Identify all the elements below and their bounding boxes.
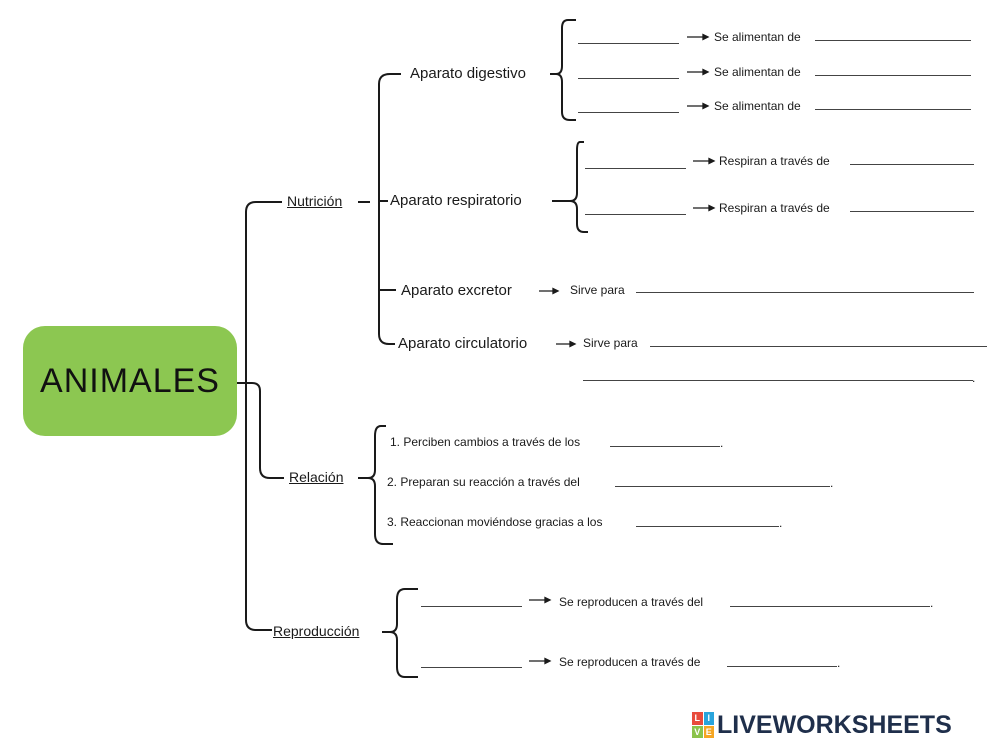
blank-input[interactable] [585,214,686,215]
blank-input[interactable] [615,486,830,487]
blank-input[interactable] [421,667,522,668]
blank-input[interactable] [815,75,971,76]
logo-badge-letter: L [692,712,703,725]
row-text: Se alimentan de [714,99,801,113]
aparato-excretor-label: Aparato excretor [401,282,512,299]
blank-input[interactable] [578,43,679,44]
excretor-text: Sirve para [570,283,625,297]
end-mark: . [830,476,834,490]
row-text: Se alimentan de [714,30,801,44]
row-text: Respiran a través de [719,154,830,168]
blank-input[interactable] [421,606,522,607]
category-relacion: Relación [289,469,344,485]
end-mark: . [720,436,724,450]
blank-input[interactable] [585,168,686,169]
row-text: Se alimentan de [714,65,801,79]
blank-input[interactable] [583,380,973,381]
relacion-item-3: 3. Reaccionan moviéndose gracias a los [387,515,603,529]
blank-input[interactable] [815,109,971,110]
blank-input[interactable] [815,40,971,41]
blank-input[interactable] [727,666,837,667]
logo-badge-letter: V [692,725,703,738]
reproduccion-row-2: Se reproducen a través de [559,655,701,669]
blank-input[interactable] [610,446,720,447]
category-nutricion: Nutrición [287,193,343,209]
logo-text: LIVEWORKSHEETS [717,710,952,739]
row-text: Respiran a través de [719,201,830,215]
blank-input[interactable] [730,606,930,607]
blank-input[interactable] [578,78,679,79]
logo-badge-letter: I [703,712,714,725]
blank-input[interactable] [636,526,779,527]
liveworksheets-logo[interactable]: L I V E LIVEWORKSHEETS [692,710,952,740]
end-mark: . [779,516,783,530]
blank-input[interactable] [850,211,974,212]
reproduccion-row-1: Se reproducen a través del [559,595,704,609]
blank-input[interactable] [650,346,987,347]
relacion-item-1: 1. Perciben cambios a través de los [390,435,581,449]
end-mark: . [972,371,976,385]
category-reproduccion: Reproducción [273,623,360,639]
logo-badge-icon: L I V E [692,712,714,738]
end-mark: . [837,656,841,670]
logo-badge-letter: E [703,725,714,738]
blank-input[interactable] [636,292,974,293]
root-label: ANIMALES [40,361,220,400]
relacion-item-2: 2. Preparan su reacción a través del [387,475,580,489]
aparato-digestivo-label: Aparato digestivo [410,65,526,82]
circulatorio-text: Sirve para [583,336,638,350]
aparato-respiratorio-label: Aparato respiratorio [390,192,522,209]
aparato-circulatorio-label: Aparato circulatorio [398,335,528,352]
end-mark: . [930,596,934,610]
blank-input[interactable] [578,112,679,113]
root-node: ANIMALES [23,326,237,436]
blank-input[interactable] [850,164,974,165]
